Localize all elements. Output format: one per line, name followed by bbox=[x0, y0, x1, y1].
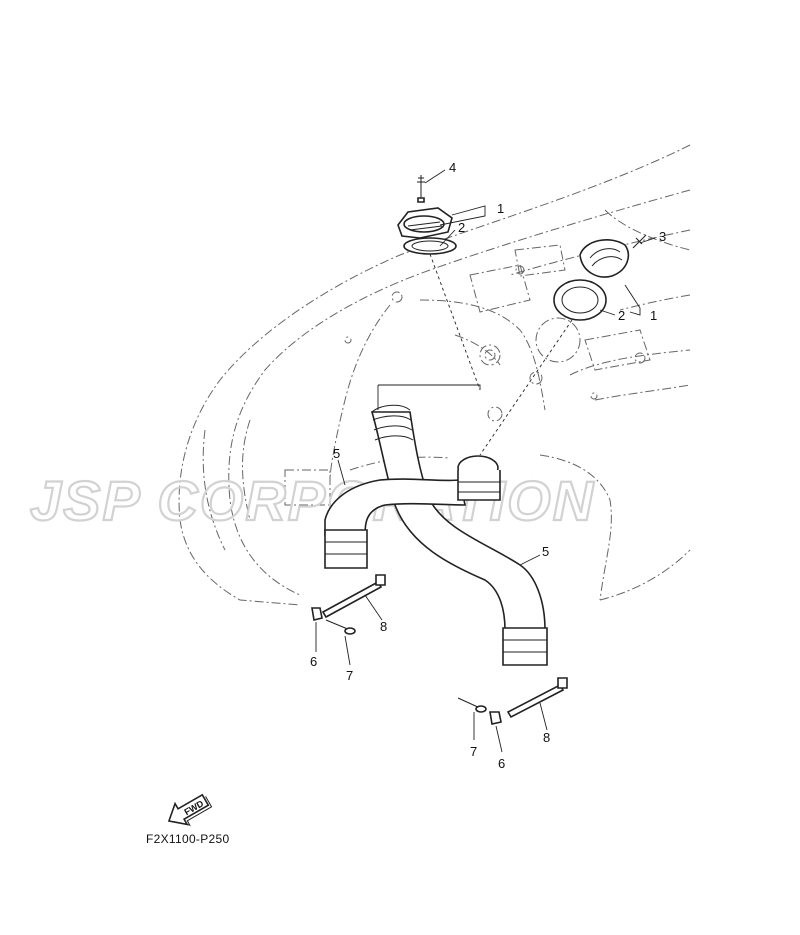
centerline-left bbox=[429, 253, 481, 391]
vent-cap-right bbox=[579, 239, 629, 278]
callout-7-left: 7 bbox=[346, 668, 353, 683]
cable-tie-left bbox=[321, 574, 386, 619]
callout-6-left: 6 bbox=[310, 654, 317, 669]
callout-7-right: 7 bbox=[470, 744, 477, 759]
hull-outline bbox=[178, 144, 691, 606]
watermark: JSP CORPORATION bbox=[29, 468, 595, 533]
callout-1-left: 1 bbox=[497, 201, 504, 216]
screw-top bbox=[417, 175, 425, 203]
callout-3: 3 bbox=[659, 229, 666, 244]
watermark-text: JSP CORPORATION bbox=[30, 469, 595, 532]
gasket-left bbox=[403, 237, 457, 255]
callout-2-left: 2 bbox=[458, 220, 465, 235]
fwd-arrow-icon: FWD bbox=[167, 793, 213, 826]
callout-8-left: 8 bbox=[380, 619, 387, 634]
rivet-right bbox=[457, 697, 487, 713]
callout-1-right: 1 bbox=[650, 308, 657, 323]
leader-lines bbox=[315, 169, 656, 753]
callout-5-long: 5 bbox=[542, 544, 549, 559]
callouts: 4 1 2 3 2 1 5 5 8 6 7 7 6 8 bbox=[310, 160, 666, 771]
holder-right bbox=[489, 711, 502, 725]
diagram-code: F2X1100-P250 bbox=[146, 832, 230, 846]
callout-8-right: 8 bbox=[543, 730, 550, 745]
duct-hose-long bbox=[370, 404, 548, 666]
vent-cap-left bbox=[397, 207, 453, 239]
rivet-left bbox=[325, 619, 356, 635]
callout-6-right: 6 bbox=[498, 756, 505, 771]
holder-left bbox=[311, 607, 323, 621]
duct-hose-short bbox=[324, 455, 501, 569]
callout-4: 4 bbox=[449, 160, 456, 175]
cable-tie-right bbox=[506, 677, 568, 719]
callout-5-short: 5 bbox=[333, 446, 340, 461]
callout-2-right: 2 bbox=[618, 308, 625, 323]
gasket-right bbox=[553, 279, 607, 321]
